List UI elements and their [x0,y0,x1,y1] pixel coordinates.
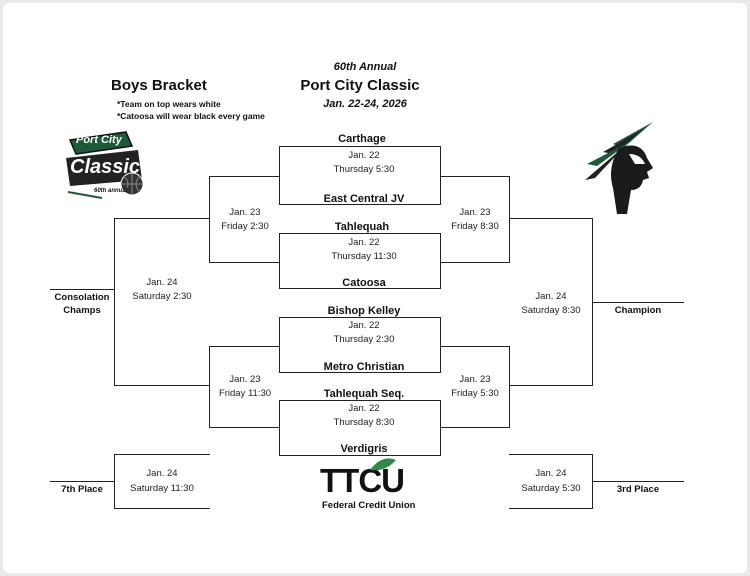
seventh-result-line [50,481,115,482]
third-place-label: 3rd Place [616,484,660,495]
consolation-time: Saturday 2:30 [132,291,192,302]
r1-game2-top-line [279,233,441,234]
championship-date: Jan. 24 [535,291,567,302]
r2-left-upper-side-line [209,176,210,263]
r2-left-upper-top-line [209,176,280,177]
r2-right-upper-time: Friday 8:30 [451,221,499,232]
seventh-bottom-line [114,508,210,509]
third-bottom-line [509,508,593,509]
r1-game3-right-line [440,317,441,373]
consolation-top-line [114,218,210,219]
team-bishop-kelley: Bishop Kelley [327,305,401,317]
basketball-logo-graphic [66,131,144,199]
r1-game4-right-line [440,400,441,456]
champion-label: Champion [614,305,662,316]
championship-bottom-line [509,385,593,386]
r2-right-lower-time: Friday 5:30 [451,388,499,399]
r2-right-lower-bottom-line [440,427,510,428]
r1-game1-right-line [440,146,441,205]
team-tahlequah-seq: Tahlequah Seq. [323,388,405,400]
r1-game4-top-line [279,400,441,401]
consolation-date: Jan. 24 [146,277,178,288]
bracket-title: Boys Bracket [111,77,207,94]
note-catoosa-black: *Catoosa will wear black every game [117,111,265,121]
r2-right-lower-top-line [440,346,510,347]
header-annual: 60th Annual [333,61,397,73]
r2-left-upper-date: Jan. 23 [229,207,261,218]
third-date: Jan. 24 [535,468,567,479]
r1-game3-date: Jan. 22 [348,320,380,331]
seventh-place-label: 7th Place [61,484,103,495]
r2-left-upper-time: Friday 2:30 [221,221,269,232]
ttcu-logo: TTCU Federal Credit Union [318,458,418,514]
third-top-line [509,454,593,455]
r1-game3-bottom-line [279,372,441,373]
r1-game1-top-line [279,146,441,147]
mascot-head-icon [585,122,653,214]
seventh-date: Jan. 24 [146,468,178,479]
r2-left-upper-bottom-line [209,262,280,263]
seventh-time: Saturday 11:30 [130,483,194,494]
ttcu-wordmark: TTCU [320,462,405,499]
logo-text-port-city: Port City [76,134,122,146]
r1-game2-time: Thursday 11:30 [331,251,397,262]
r1-game3-top-line [279,317,441,318]
consolation-label-line1: Consolation [54,292,110,303]
champion-result-line [592,302,684,303]
r2-left-lower-time: Friday 11:30 [218,388,272,399]
r2-left-lower-date: Jan. 23 [229,374,261,385]
r1-game3-left-line [279,317,280,373]
ttcu-subtitle: Federal Credit Union [322,500,416,511]
mascot-logo [583,118,659,216]
r1-game4-time: Thursday 8:30 [333,417,395,428]
r1-game3-time: Thursday 2:30 [333,334,395,345]
third-time: Saturday 5:30 [521,483,581,494]
consolation-label-line2: Champs [63,305,101,316]
team-catoosa-label: Catoosa [342,277,386,289]
port-city-classic-logo: Port City Classic 60th annual [62,128,148,210]
header-dates: Jan. 22-24, 2026 [323,98,407,110]
r1-game2-left-line [279,233,280,289]
r1-game1-bottom-line [279,204,441,205]
consolation-bottom-line [114,385,210,386]
championship-time: Saturday 8:30 [521,305,581,316]
r1-game2-bottom-line [279,288,441,289]
consolation-side-line [114,218,115,386]
team-tahlequah: Tahlequah [334,221,390,233]
team-verdigris: Verdigris [340,443,388,455]
r2-right-upper-side-line [509,176,510,263]
leaf-icon [370,458,396,471]
r1-game4-date: Jan. 22 [348,403,380,414]
r2-right-upper-bottom-line [440,262,510,263]
page-title: Port City Classic [300,77,420,94]
r1-game1-left-line [279,146,280,205]
team-east-central-jv: East Central JV [323,193,405,205]
r1-game4-bottom-line [279,455,441,456]
r2-right-upper-date: Jan. 23 [459,207,491,218]
r1-game2-date: Jan. 22 [348,237,380,248]
logo-text-classic: Classic [70,156,141,178]
r2-right-lower-side-line [509,346,510,428]
r1-game1-date: Jan. 22 [348,150,380,161]
seventh-top-line [114,454,210,455]
championship-top-line [509,218,593,219]
team-metro-christian: Metro Christian [323,361,405,373]
r1-game1-time: Thursday 5:30 [333,164,395,175]
note-top-white: *Team on top wears white [117,99,221,109]
third-result-line [592,481,684,482]
team-carthage: Carthage [338,133,386,145]
r2-left-lower-top-line [209,346,280,347]
r2-right-lower-date: Jan. 23 [459,374,491,385]
logo-text-60th: 60th annual [94,188,128,194]
r2-right-upper-top-line [440,176,510,177]
r1-game2-right-line [440,233,441,289]
r2-left-lower-side-line [209,346,210,428]
r1-game4-left-line [279,400,280,456]
consolation-result-line [50,289,115,290]
r2-left-lower-bottom-line [209,427,280,428]
